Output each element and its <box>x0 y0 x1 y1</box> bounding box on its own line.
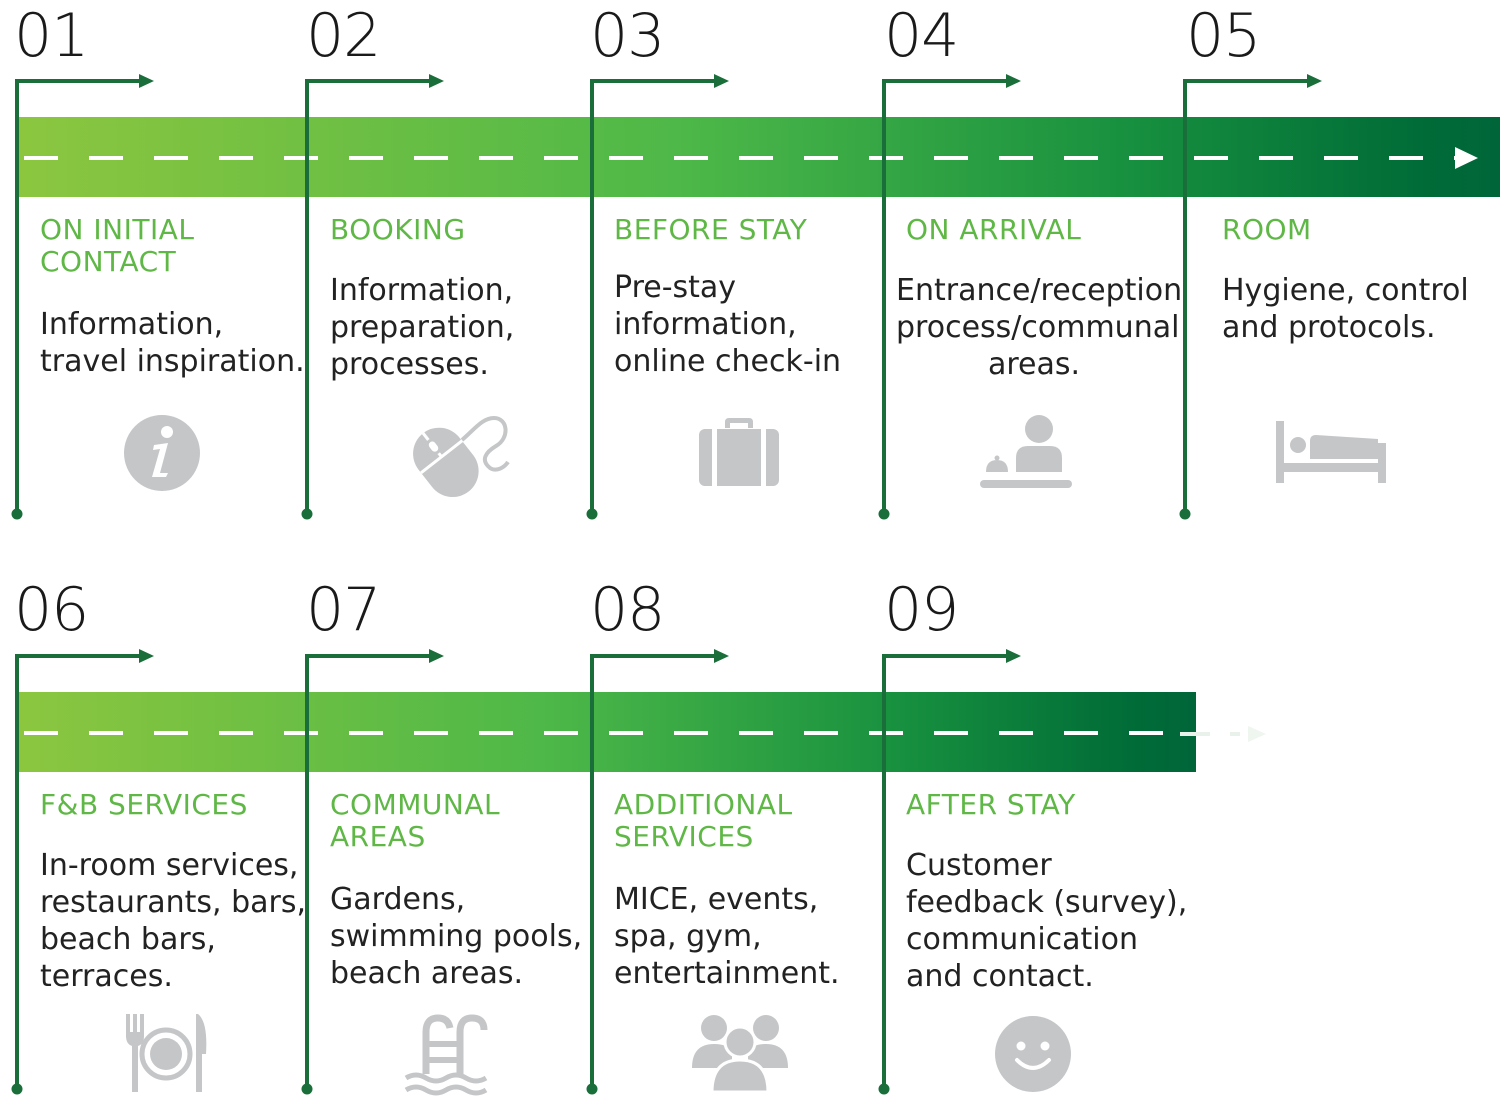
timeline-band-row-2 <box>18 692 1196 772</box>
step-desc-line: Information, <box>330 273 514 308</box>
step-desc-line: Gardens, <box>330 882 466 917</box>
reception-icon <box>980 415 1072 488</box>
flag-marker <box>878 74 1021 520</box>
step-number: 08 <box>590 575 665 645</box>
step-desc-line: processes. <box>330 347 489 382</box>
step-desc-line: feedback (survey), <box>906 885 1188 920</box>
step-number: 09 <box>884 575 959 645</box>
step-desc-line: Pre-stay <box>614 270 737 305</box>
step-title-line: AFTER STAY <box>906 788 1076 821</box>
step-desc-line: online check-in <box>614 344 842 379</box>
step-number: 05 <box>1186 1 1261 71</box>
step-number: 02 <box>306 1 381 71</box>
step-desc-line: and protocols. <box>1222 310 1436 345</box>
step-title: ADDITIONAL SERVICES <box>614 789 793 853</box>
step-description: Gardens, swimming pools, beach areas. <box>330 881 582 992</box>
step-number: 06 <box>14 575 89 645</box>
step-title: AFTER STAY <box>906 789 1076 821</box>
step-title: ON INITIAL CONTACT <box>40 214 194 278</box>
timeline-band-row-1 <box>18 117 1500 197</box>
step-desc-line: information, <box>614 307 797 342</box>
step-title-line: BEFORE STAY <box>614 213 808 246</box>
step-description: Information, preparation, processes. <box>330 272 514 383</box>
step-desc-line: entertainment. <box>614 956 840 991</box>
group-icon <box>692 1015 788 1094</box>
flag-marker <box>586 649 729 1095</box>
step-desc-line: restaurants, bars, <box>40 885 307 920</box>
step-number: 04 <box>884 1 959 71</box>
step-description: Hygiene, control and protocols. <box>1222 272 1469 346</box>
step-number: 01 <box>14 1 89 71</box>
dashed-arrow-row-1 <box>24 147 1478 169</box>
step-number: 07 <box>306 575 381 645</box>
step-description: In-room services, restaurants, bars, bea… <box>40 847 306 995</box>
info-icon <box>124 415 200 491</box>
step-title-line: ON ARRIVAL <box>906 213 1082 246</box>
step-title-line: ROOM <box>1222 213 1312 246</box>
step-title: BEFORE STAY <box>614 214 807 246</box>
step-title-line: SERVICES <box>614 820 754 853</box>
step-desc-line: In-room services, <box>40 848 299 883</box>
step-title-line: ADDITIONAL <box>614 788 793 821</box>
dining-icon <box>126 1014 207 1092</box>
step-title: F&B SERVICES <box>40 789 248 821</box>
step-desc-line: beach areas. <box>330 956 523 991</box>
step-title-line: COMMUNAL <box>330 788 501 821</box>
step-title-line: ON INITIAL <box>40 213 195 246</box>
step-title-line: CONTACT <box>40 245 177 278</box>
step-description: Customer feedback (survey), communicatio… <box>906 847 1187 995</box>
step-title-line: AREAS <box>330 820 426 853</box>
step-desc-line: swimming pools, <box>330 919 583 954</box>
step-desc-line: and contact. <box>906 959 1094 994</box>
flag-marker <box>11 74 154 520</box>
step-title: COMMUNAL AREAS <box>330 789 500 853</box>
step-desc-line: process/communal <box>896 310 1180 345</box>
bed-icon <box>1276 421 1386 483</box>
step-description: MICE, events, spa, gym, entertainment. <box>614 881 840 992</box>
flag-marker <box>301 74 444 520</box>
pool-icon <box>404 1014 488 1096</box>
suitcase-icon <box>699 418 779 486</box>
step-title-line: F&B SERVICES <box>40 788 248 821</box>
step-description: Information, travel inspiration. <box>40 306 305 380</box>
flag-marker <box>878 649 1021 1095</box>
faded-arrow-tail <box>1180 726 1266 742</box>
step-description: Entrance/reception process/communal area… <box>896 272 1183 383</box>
step-desc-line: terraces. <box>40 959 173 994</box>
step-desc-line: Information, <box>40 307 224 342</box>
step-desc-line: travel inspiration. <box>40 344 305 379</box>
smiley-icon <box>995 1016 1071 1092</box>
step-desc-line: communication <box>906 922 1139 957</box>
step-desc-line: spa, gym, <box>614 919 762 954</box>
step-number: 03 <box>590 1 665 71</box>
flag-marker <box>301 649 444 1095</box>
step-desc-line: MICE, events, <box>614 882 819 917</box>
step-description: Pre-stay information, online check-in <box>614 269 841 380</box>
step-desc-line: preparation, <box>330 310 515 345</box>
flag-marker <box>11 649 154 1095</box>
flag-marker <box>586 74 729 520</box>
step-title-line: BOOKING <box>330 213 466 246</box>
step-desc-line: beach bars, <box>40 922 216 957</box>
step-title: BOOKING <box>330 214 466 246</box>
step-desc-line: Entrance/reception <box>896 273 1183 308</box>
step-desc-line: Customer <box>906 848 1052 883</box>
step-desc-line: Hygiene, control <box>1222 273 1469 308</box>
flag-marker <box>1179 74 1322 520</box>
step-desc-line: areas. <box>987 347 1081 382</box>
step-title: ON ARRIVAL <box>906 214 1081 246</box>
mouse-icon <box>413 415 510 498</box>
step-title: ROOM <box>1222 214 1312 246</box>
